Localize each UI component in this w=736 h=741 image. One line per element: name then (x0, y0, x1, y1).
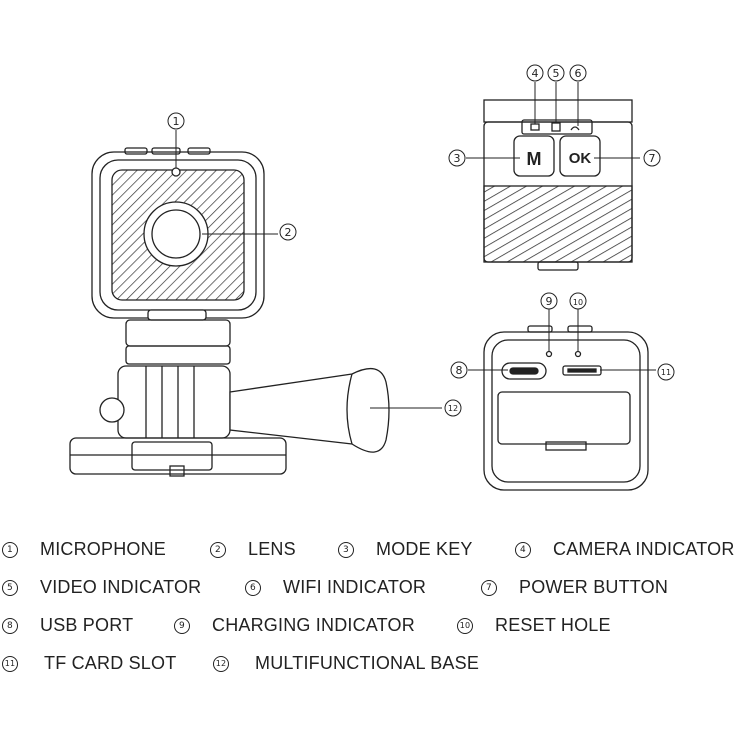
legend-label: MICROPHONE (40, 539, 167, 559)
legend-num: 10 (457, 617, 473, 634)
callout-10: 10 (569, 292, 587, 310)
svg-text:8: 8 (456, 364, 463, 377)
callouts: 1 2 3 4 5 6 7 8 9 10 11 12 (167, 64, 675, 417)
svg-text:9: 9 (546, 295, 553, 308)
svg-text:5: 5 (553, 67, 560, 80)
mode-key-label: M (527, 149, 542, 169)
callout-3: 3 (448, 149, 466, 167)
legend-item-video-indicator: 5 VIDEO INDICATOR (2, 577, 201, 598)
callout-4: 4 (526, 64, 544, 82)
svg-text:3: 3 (454, 152, 461, 165)
callout-8: 8 (450, 361, 468, 379)
legend-num: 5 (2, 579, 18, 596)
legend-label: TF CARD SLOT (44, 653, 177, 673)
legend-num: 1 (2, 541, 18, 558)
legend-num: 6 (245, 579, 261, 596)
legend-label: VIDEO INDICATOR (40, 577, 202, 597)
callout-9: 9 (540, 292, 558, 310)
legend-label: RESET HOLE (495, 615, 611, 635)
legend-num: 9 (174, 617, 190, 634)
svg-text:7: 7 (649, 152, 656, 165)
legend-label: USB PORT (40, 615, 134, 635)
legend-item-mode-key: 3 MODE KEY (338, 539, 473, 560)
svg-text:10: 10 (573, 298, 583, 307)
legend-num: 7 (481, 579, 497, 596)
svg-text:12: 12 (448, 404, 458, 413)
callout-1: 1 (167, 112, 185, 130)
callout-6: 6 (569, 64, 587, 82)
svg-text:1: 1 (173, 115, 180, 128)
legend-item-wifi-indicator: 6 WIFI INDICATOR (245, 577, 426, 598)
callout-11: 11 (657, 363, 675, 381)
legend-num: 4 (515, 541, 531, 558)
legend-row-2: 5 VIDEO INDICATOR 6 WIFI INDICATOR 7 POWER … (0, 577, 736, 599)
legend-num: 11 (2, 655, 18, 672)
legend-row-4: 11 TF CARD SLOT 12 MULTIFUNCTIONAL BASE (0, 653, 736, 675)
svg-text:6: 6 (575, 67, 582, 80)
legend-item-charging-indicator: 9 CHARGING INDICATOR (174, 615, 415, 636)
legend-item-multifunctional-base: 12 MULTIFUNCTIONAL BASE (213, 653, 479, 674)
legend-label: LENS (248, 539, 296, 559)
legend-label: POWER BUTTON (519, 577, 669, 597)
leader-lines (175, 82, 656, 409)
callout-7: 7 (643, 149, 661, 167)
legend-num: 8 (2, 617, 18, 634)
callout-12: 12 (444, 399, 462, 417)
legend-label: WIFI INDICATOR (283, 577, 427, 597)
legend-item-camera-indicator: 4 CAMERA INDICATOR (515, 539, 735, 560)
svg-text:4: 4 (532, 67, 539, 80)
legend-row-3: 8 USB PORT 9 CHARGING INDICATOR 10 RESET HO… (0, 615, 736, 637)
legend-label: CHARGING INDICATOR (212, 615, 415, 635)
legend-item-microphone: 1 MICROPHONE (2, 539, 166, 560)
legend-row-1: 1 MICROPHONE 2 LENS 3 MODE KEY 4 CAMERA INDI… (0, 539, 736, 561)
legend-num: 2 (210, 541, 226, 558)
callout-5: 5 (547, 64, 565, 82)
top-view-camera (483, 99, 633, 271)
svg-text:2: 2 (285, 226, 292, 239)
legend-item-reset-hole: 10 RESET HOLE (457, 615, 611, 636)
legend-num: 3 (338, 541, 354, 558)
legend-item-power-button: 7 POWER BUTTON (481, 577, 668, 598)
legend-item-lens: 2 LENS (210, 539, 296, 560)
legend-label: MULTIFUNCTIONAL BASE (255, 653, 480, 673)
front-view-camera (69, 147, 390, 477)
power-button-label: OK (569, 150, 592, 167)
legend-label: CAMERA INDICATOR (553, 539, 735, 559)
legend-num: 12 (213, 655, 229, 672)
rear-view-camera (483, 325, 649, 491)
svg-text:11: 11 (661, 368, 671, 377)
legend-label: MODE KEY (376, 539, 473, 559)
legend-item-usb-port: 8 USB PORT (2, 615, 133, 636)
legend-item-tf-card-slot: 11 TF CARD SLOT (2, 653, 176, 674)
callout-2: 2 (279, 223, 297, 241)
